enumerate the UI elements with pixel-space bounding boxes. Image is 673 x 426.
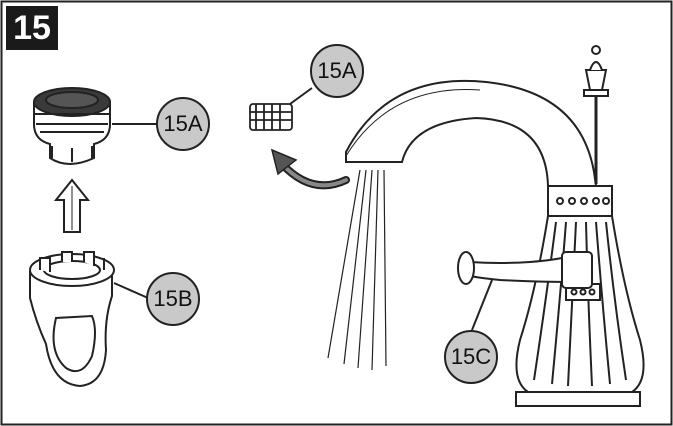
callout-15C: 15C [444, 330, 498, 384]
faucet-body [515, 185, 645, 407]
aerator-part [33, 87, 111, 165]
faucet-handle [457, 251, 593, 289]
faucet-spout [345, 79, 598, 187]
leader-line-15C [471, 279, 493, 331]
callout-15A-spout: 15A [310, 44, 364, 98]
leader-line-15B [113, 282, 149, 299]
callout-15B: 15B [146, 272, 200, 326]
water-stream [327, 169, 387, 371]
step-number: 15 [6, 6, 58, 50]
aerator-small [249, 103, 293, 131]
callout-15A-aerator: 15A [156, 97, 210, 151]
leader-line-15A-spout [289, 87, 313, 105]
aerator-key-tool [29, 251, 115, 388]
